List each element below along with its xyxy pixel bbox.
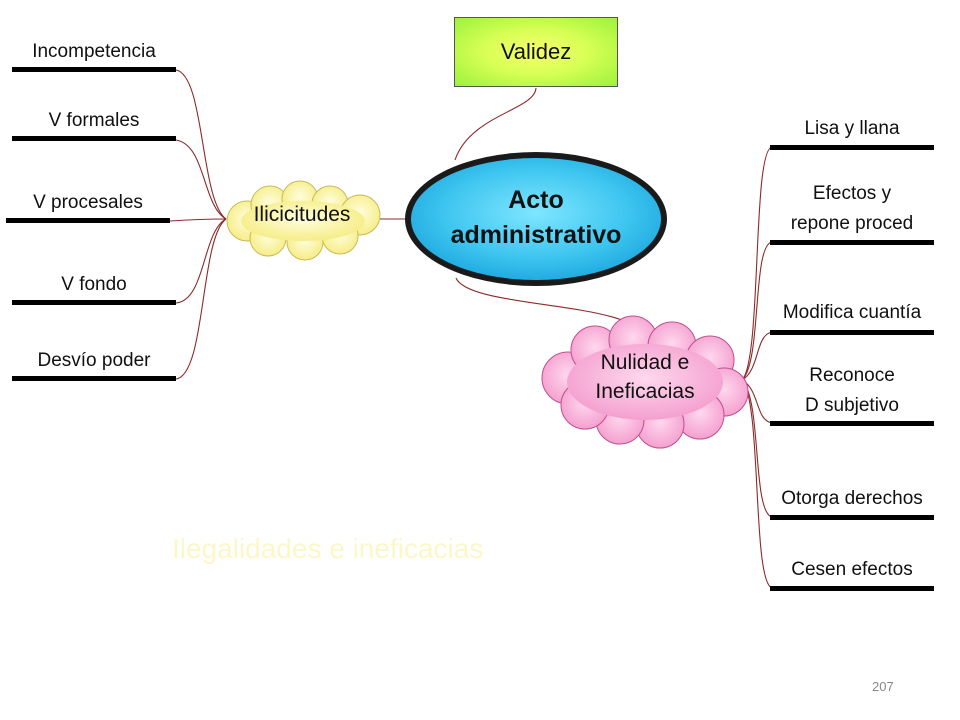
branch-label-otorga-derechos: Otorga derechos	[781, 488, 923, 509]
nulidad-label-line2: Ineficacias	[595, 380, 695, 403]
central-node-label: Acto administrativo	[408, 183, 664, 253]
branch-line	[12, 376, 176, 381]
branch-label-reconoce: Reconoce D subjetivo	[770, 361, 934, 421]
branch-line	[770, 586, 934, 591]
branch-line	[12, 300, 176, 305]
faint-caption: Ilegalidades e ineficacias	[172, 533, 484, 564]
branch-line	[770, 330, 934, 335]
connector-v-formales	[175, 139, 227, 220]
branch-label-v-formales: V formales	[48, 110, 140, 131]
page-number: 207	[872, 679, 894, 694]
connector-modifica	[741, 331, 773, 381]
branch-label-efectos-line2: repone proced	[790, 213, 914, 234]
branch-label-lisa-y-llana: Lisa y llana	[804, 118, 900, 139]
branch-label-modifica-cuantia: Modifica cuantía	[782, 302, 922, 323]
connector-v-procesales	[169, 218, 227, 222]
connector-desvio-poder	[175, 218, 227, 380]
connector-validez	[454, 87, 537, 161]
nulidad-cloud	[541, 315, 749, 449]
branch-line	[770, 145, 934, 150]
branch-line	[12, 67, 176, 72]
central-label-line1: Acto	[508, 186, 564, 214]
branch-line	[770, 515, 934, 520]
branch-label-reconoce-line2: D subjetivo	[805, 395, 899, 416]
branch-line	[770, 240, 934, 245]
connector-lisa	[741, 146, 773, 381]
validez-label: Validez	[500, 39, 572, 64]
branch-label-v-procesales: V procesales	[33, 192, 143, 213]
branch-line	[770, 421, 934, 426]
ilicitudes-label: Ilicicitudes	[253, 203, 351, 226]
connector-efectos	[741, 241, 773, 381]
branch-label-efectos: Efectos y repone proced	[770, 179, 934, 239]
branch-label-reconoce-line1: Reconoce	[809, 365, 895, 386]
branch-line	[6, 218, 170, 223]
ilicitudes-cloud	[226, 180, 381, 261]
validez-node: Validez	[454, 17, 618, 87]
connector-v-fondo	[175, 218, 227, 304]
branch-label-desvio-poder: Desvío poder	[37, 350, 151, 371]
branch-label-efectos-line1: Efectos y	[812, 183, 892, 204]
branch-label-cesen-efectos: Cesen efectos	[791, 559, 913, 580]
central-label-line2: administrativo	[450, 221, 622, 249]
nulidad-label: Nulidad e Ineficacias	[560, 348, 730, 406]
branch-line	[12, 136, 176, 141]
connector-incompetencia	[175, 69, 227, 220]
nulidad-label-line1: Nulidad e	[600, 351, 690, 374]
branch-label-v-fondo: V fondo	[61, 274, 127, 295]
branch-label-incompetencia: Incompetencia	[32, 41, 156, 62]
